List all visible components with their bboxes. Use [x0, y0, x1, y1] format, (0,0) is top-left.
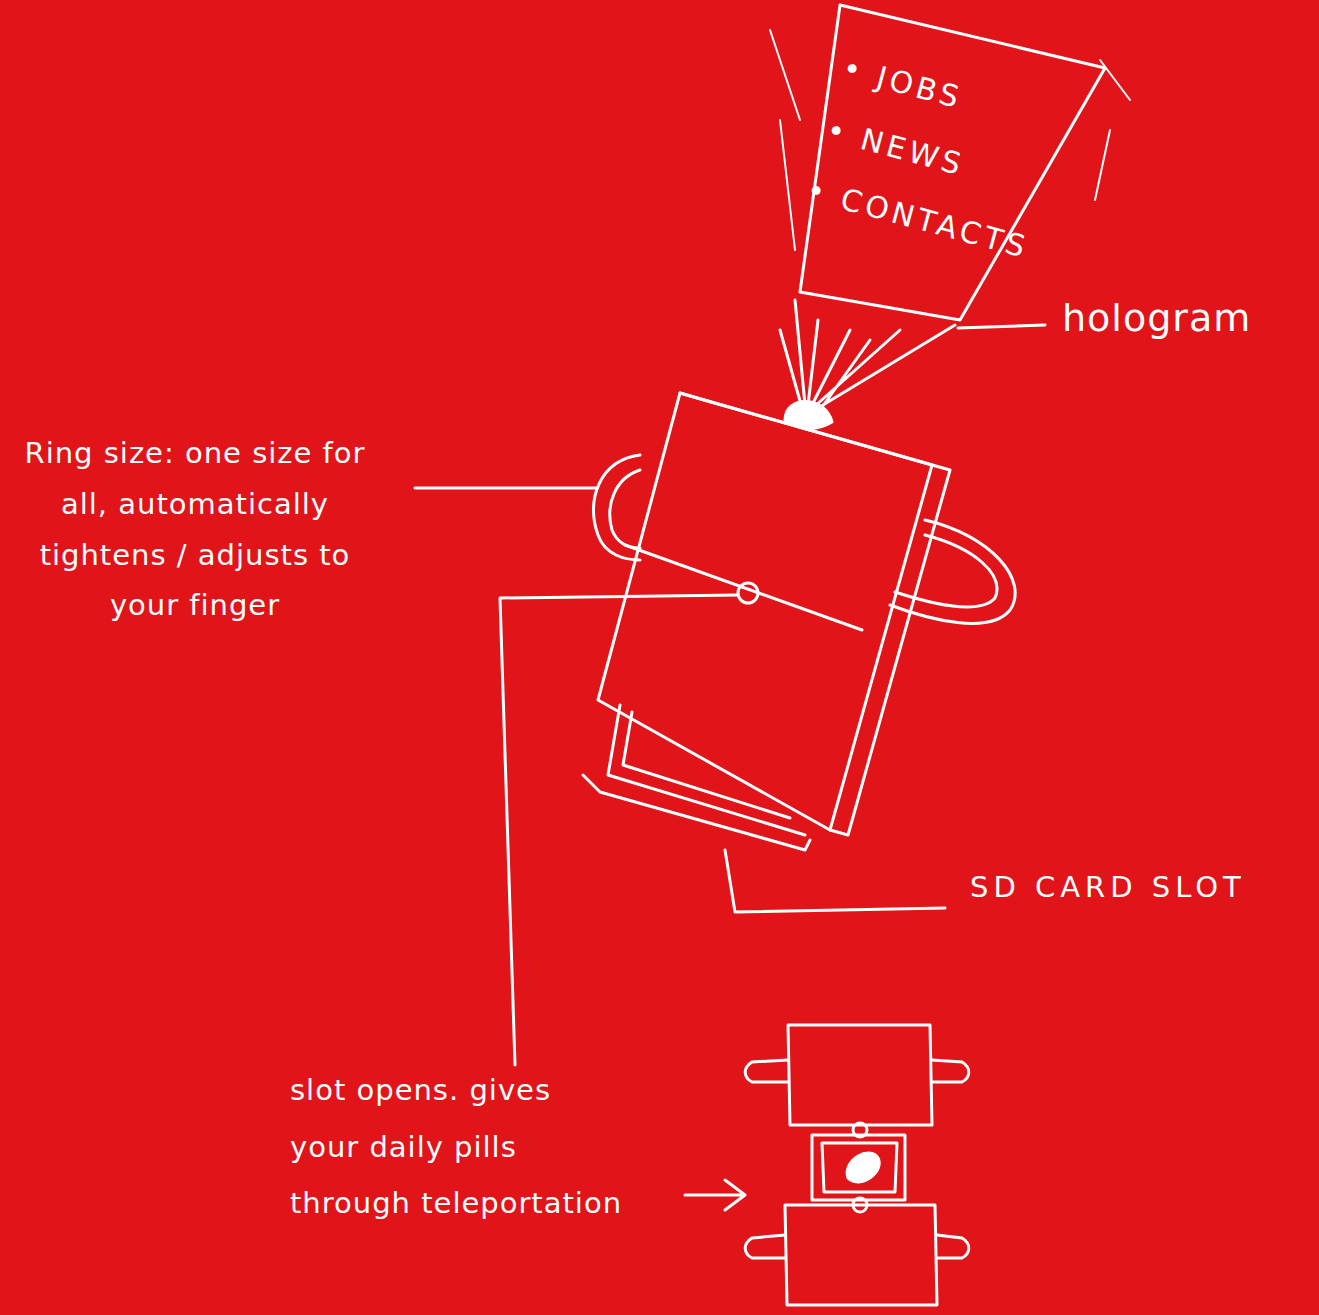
callout-note: SD CARD SLOT: [970, 870, 1315, 905]
ring-band: [593, 455, 640, 560]
callout-note: hologram: [1062, 296, 1312, 342]
leader-line: [415, 487, 597, 490]
split-line: [625, 545, 862, 630]
pointer-arrow: [685, 1180, 745, 1210]
sd-card-slot: [583, 705, 810, 850]
menu-item: • JOBS: [839, 50, 967, 116]
hologram-lens: [785, 401, 832, 428]
menu-item: • NEWS: [823, 112, 969, 182]
menu-item: • CONTACTS: [803, 172, 1033, 265]
screen-border: [800, 5, 1105, 320]
device-body: [598, 393, 932, 830]
callout-note: slot opens. gives your daily pills throu…: [290, 1062, 630, 1232]
hologram-beam: [770, 30, 1130, 410]
ring-band: [890, 520, 1015, 623]
leader-line: [725, 850, 945, 912]
callout-note: Ring size: one size for all, automatical…: [10, 428, 380, 631]
open-slot-illustration: [745, 1025, 969, 1305]
leader-line: [958, 325, 1045, 328]
pill-slot-button: [738, 583, 758, 603]
leader-line: [500, 595, 738, 1065]
hologram-screen: • JOBS• NEWS• CONTACTS: [790, 0, 1120, 335]
